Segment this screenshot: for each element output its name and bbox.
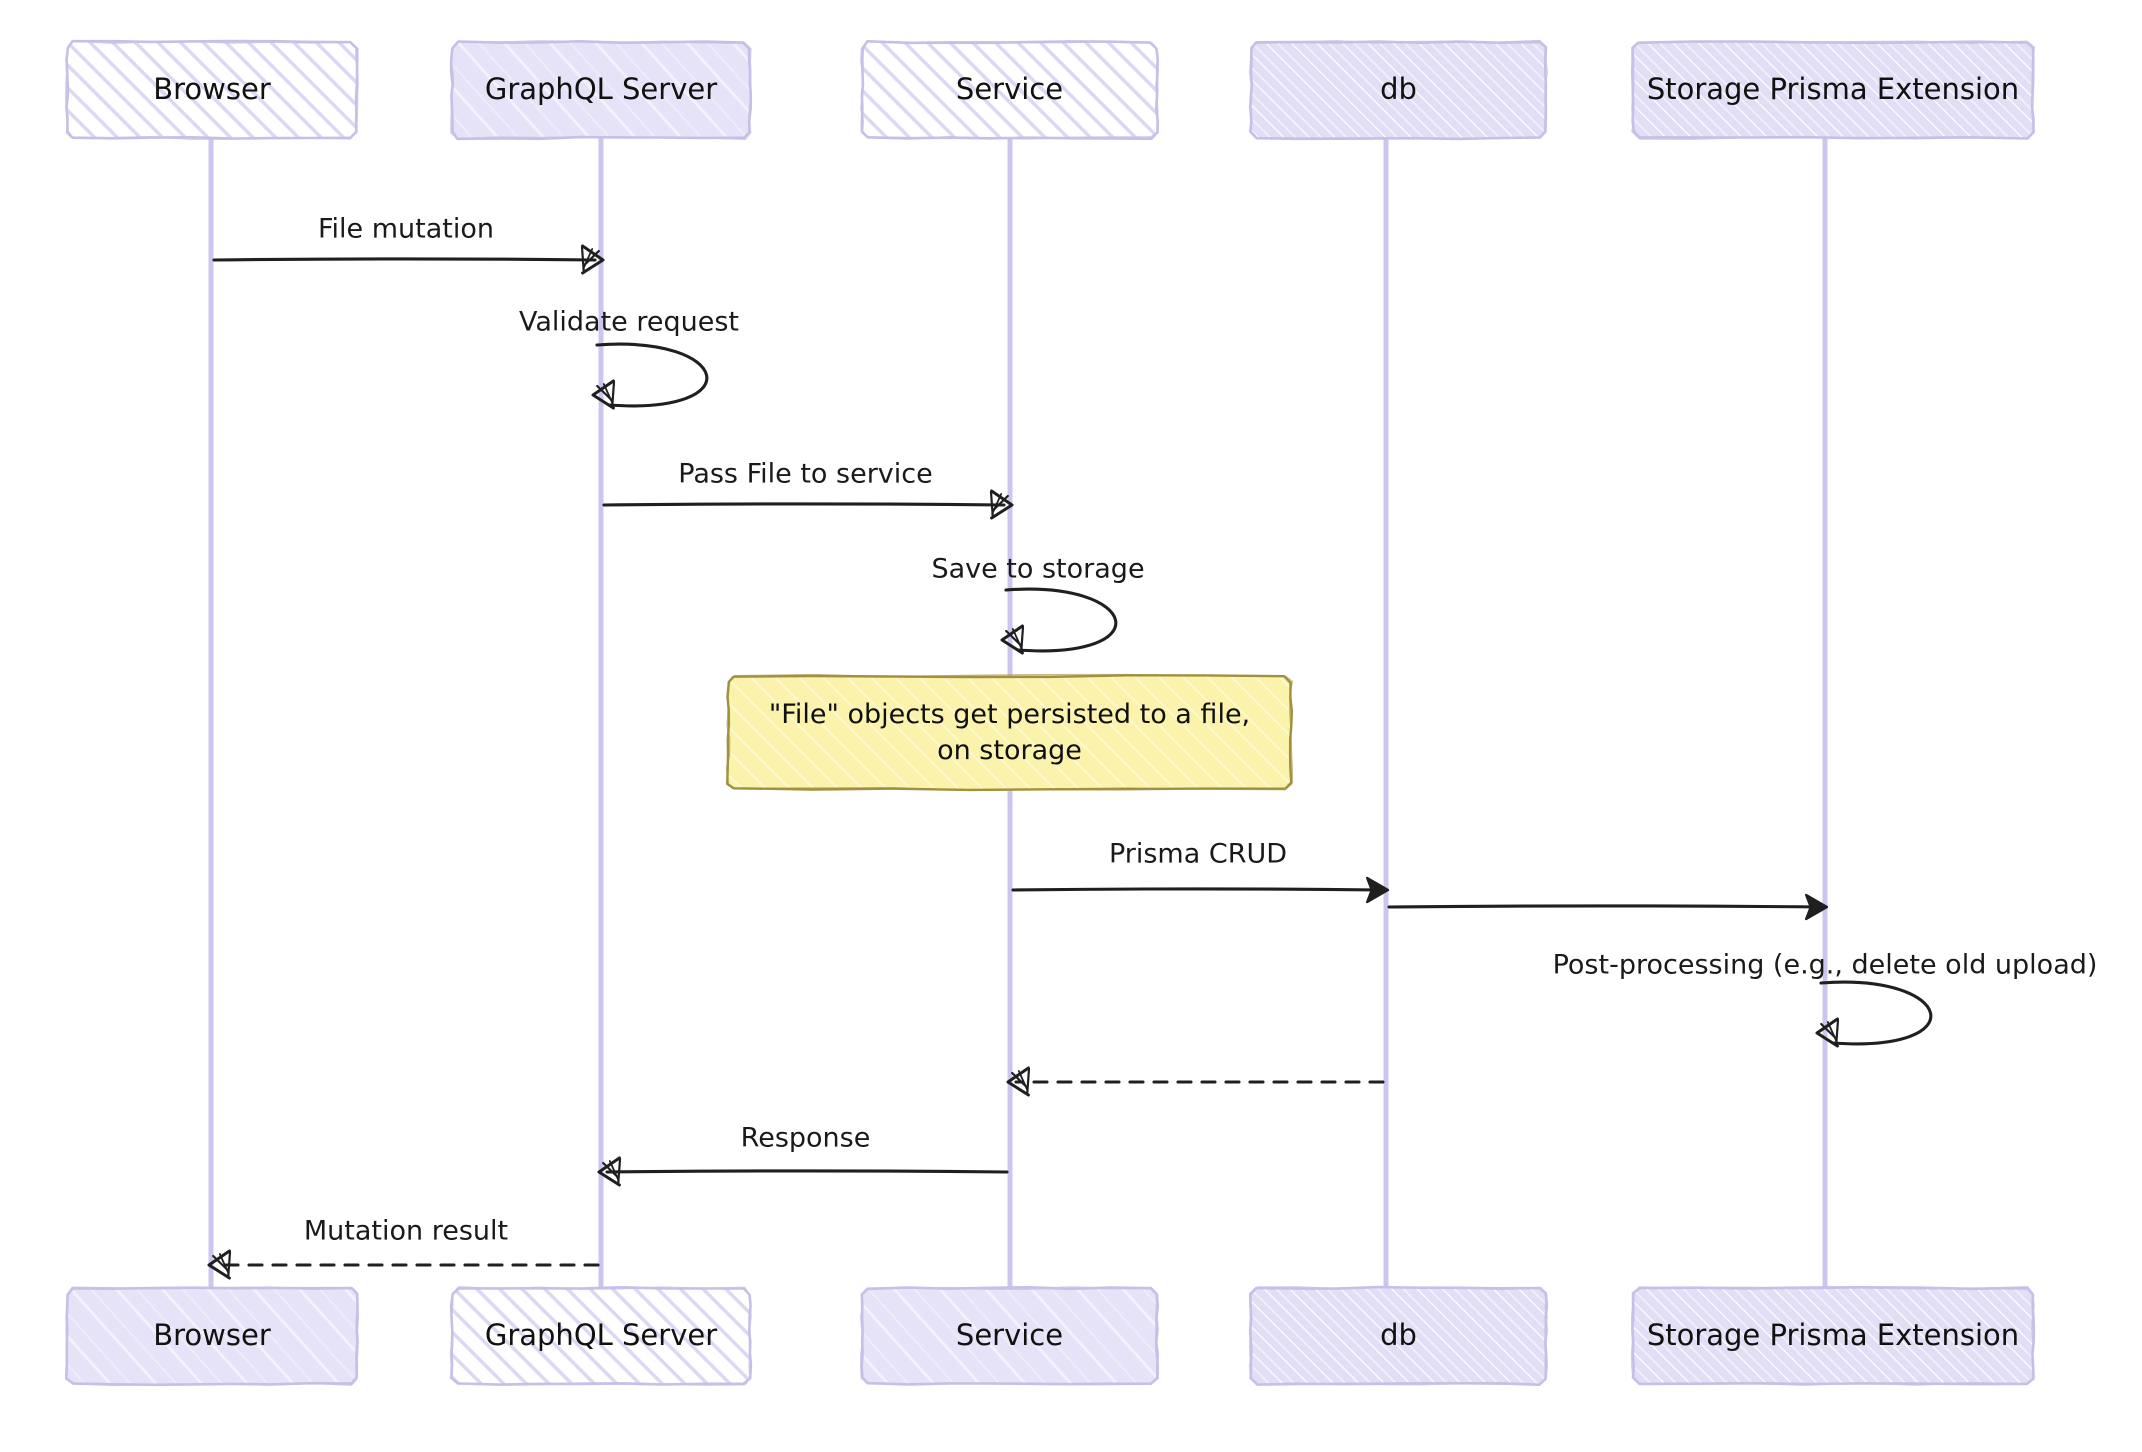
actor-box-service-top[interactable]: Service	[859, 40, 1159, 140]
message-label-m10: Mutation result	[304, 1216, 508, 1247]
actor-label-storage: Storage Prisma Extension	[1647, 1318, 2019, 1352]
actor-box-db-top[interactable]: db	[1249, 39, 1548, 141]
message-m2[interactable]: Validate request	[519, 307, 739, 410]
actor-box-storage-top[interactable]: Storage Prisma Extension	[1631, 40, 2036, 141]
actor-box-db-bottom[interactable]: db	[1248, 1285, 1549, 1386]
actor-box-graphql-top[interactable]: GraphQL Server	[449, 40, 753, 141]
actor-label-graphql: GraphQL Server	[485, 72, 717, 106]
note-note1: "File" objects get persisted to a file, o…	[725, 673, 1294, 792]
message-m3[interactable]: Pass File to service	[602, 459, 1014, 520]
actor-label-db: db	[1380, 1318, 1417, 1352]
notes-group: "File" objects get persisted to a file, o…	[725, 673, 1294, 792]
message-label-m5: Prisma CRUD	[1109, 839, 1287, 870]
message-label-m1: File mutation	[318, 214, 494, 245]
actor-label-service: Service	[956, 1318, 1063, 1352]
actor-box-browser-top[interactable]: Browser	[65, 39, 359, 140]
message-label-m4: Save to storage	[931, 554, 1144, 585]
actor-box-service-bottom[interactable]: Service	[859, 1286, 1160, 1386]
actor-box-graphql-bottom[interactable]: GraphQL Server	[449, 1285, 753, 1387]
actor-label-graphql: GraphQL Server	[485, 1318, 717, 1352]
message-m1[interactable]: File mutation	[212, 214, 605, 275]
message-label-m7: Post-processing (e.g., delete old upload…	[1553, 950, 2098, 981]
message-m7[interactable]: Post-processing (e.g., delete old upload…	[1553, 950, 2098, 1048]
message-m5[interactable]: Prisma CRUD	[1011, 839, 1390, 904]
actor-label-storage: Storage Prisma Extension	[1647, 72, 2019, 106]
message-m4[interactable]: Save to storage	[931, 554, 1145, 655]
actor-label-service: Service	[956, 72, 1063, 106]
actor-box-browser-bottom[interactable]: Browser	[64, 1286, 359, 1387]
actor-label-browser: Browser	[153, 1318, 271, 1352]
actor-box-storage-bottom[interactable]: Storage Prisma Extension	[1630, 1286, 2036, 1386]
message-label-m9: Response	[741, 1123, 871, 1154]
message-m6[interactable]	[1387, 893, 1829, 921]
message-m9[interactable]: Response	[597, 1123, 1009, 1187]
message-label-m2: Validate request	[519, 307, 739, 338]
note-line: "File" objects get persisted to a file,	[769, 699, 1250, 730]
message-m10[interactable]: Mutation result	[207, 1216, 600, 1280]
actor-label-browser: Browser	[153, 72, 271, 106]
actor-label-db: db	[1380, 72, 1417, 106]
message-label-m3: Pass File to service	[678, 459, 933, 490]
note-line: on storage	[937, 735, 1082, 766]
message-m8[interactable]	[1006, 1066, 1385, 1097]
